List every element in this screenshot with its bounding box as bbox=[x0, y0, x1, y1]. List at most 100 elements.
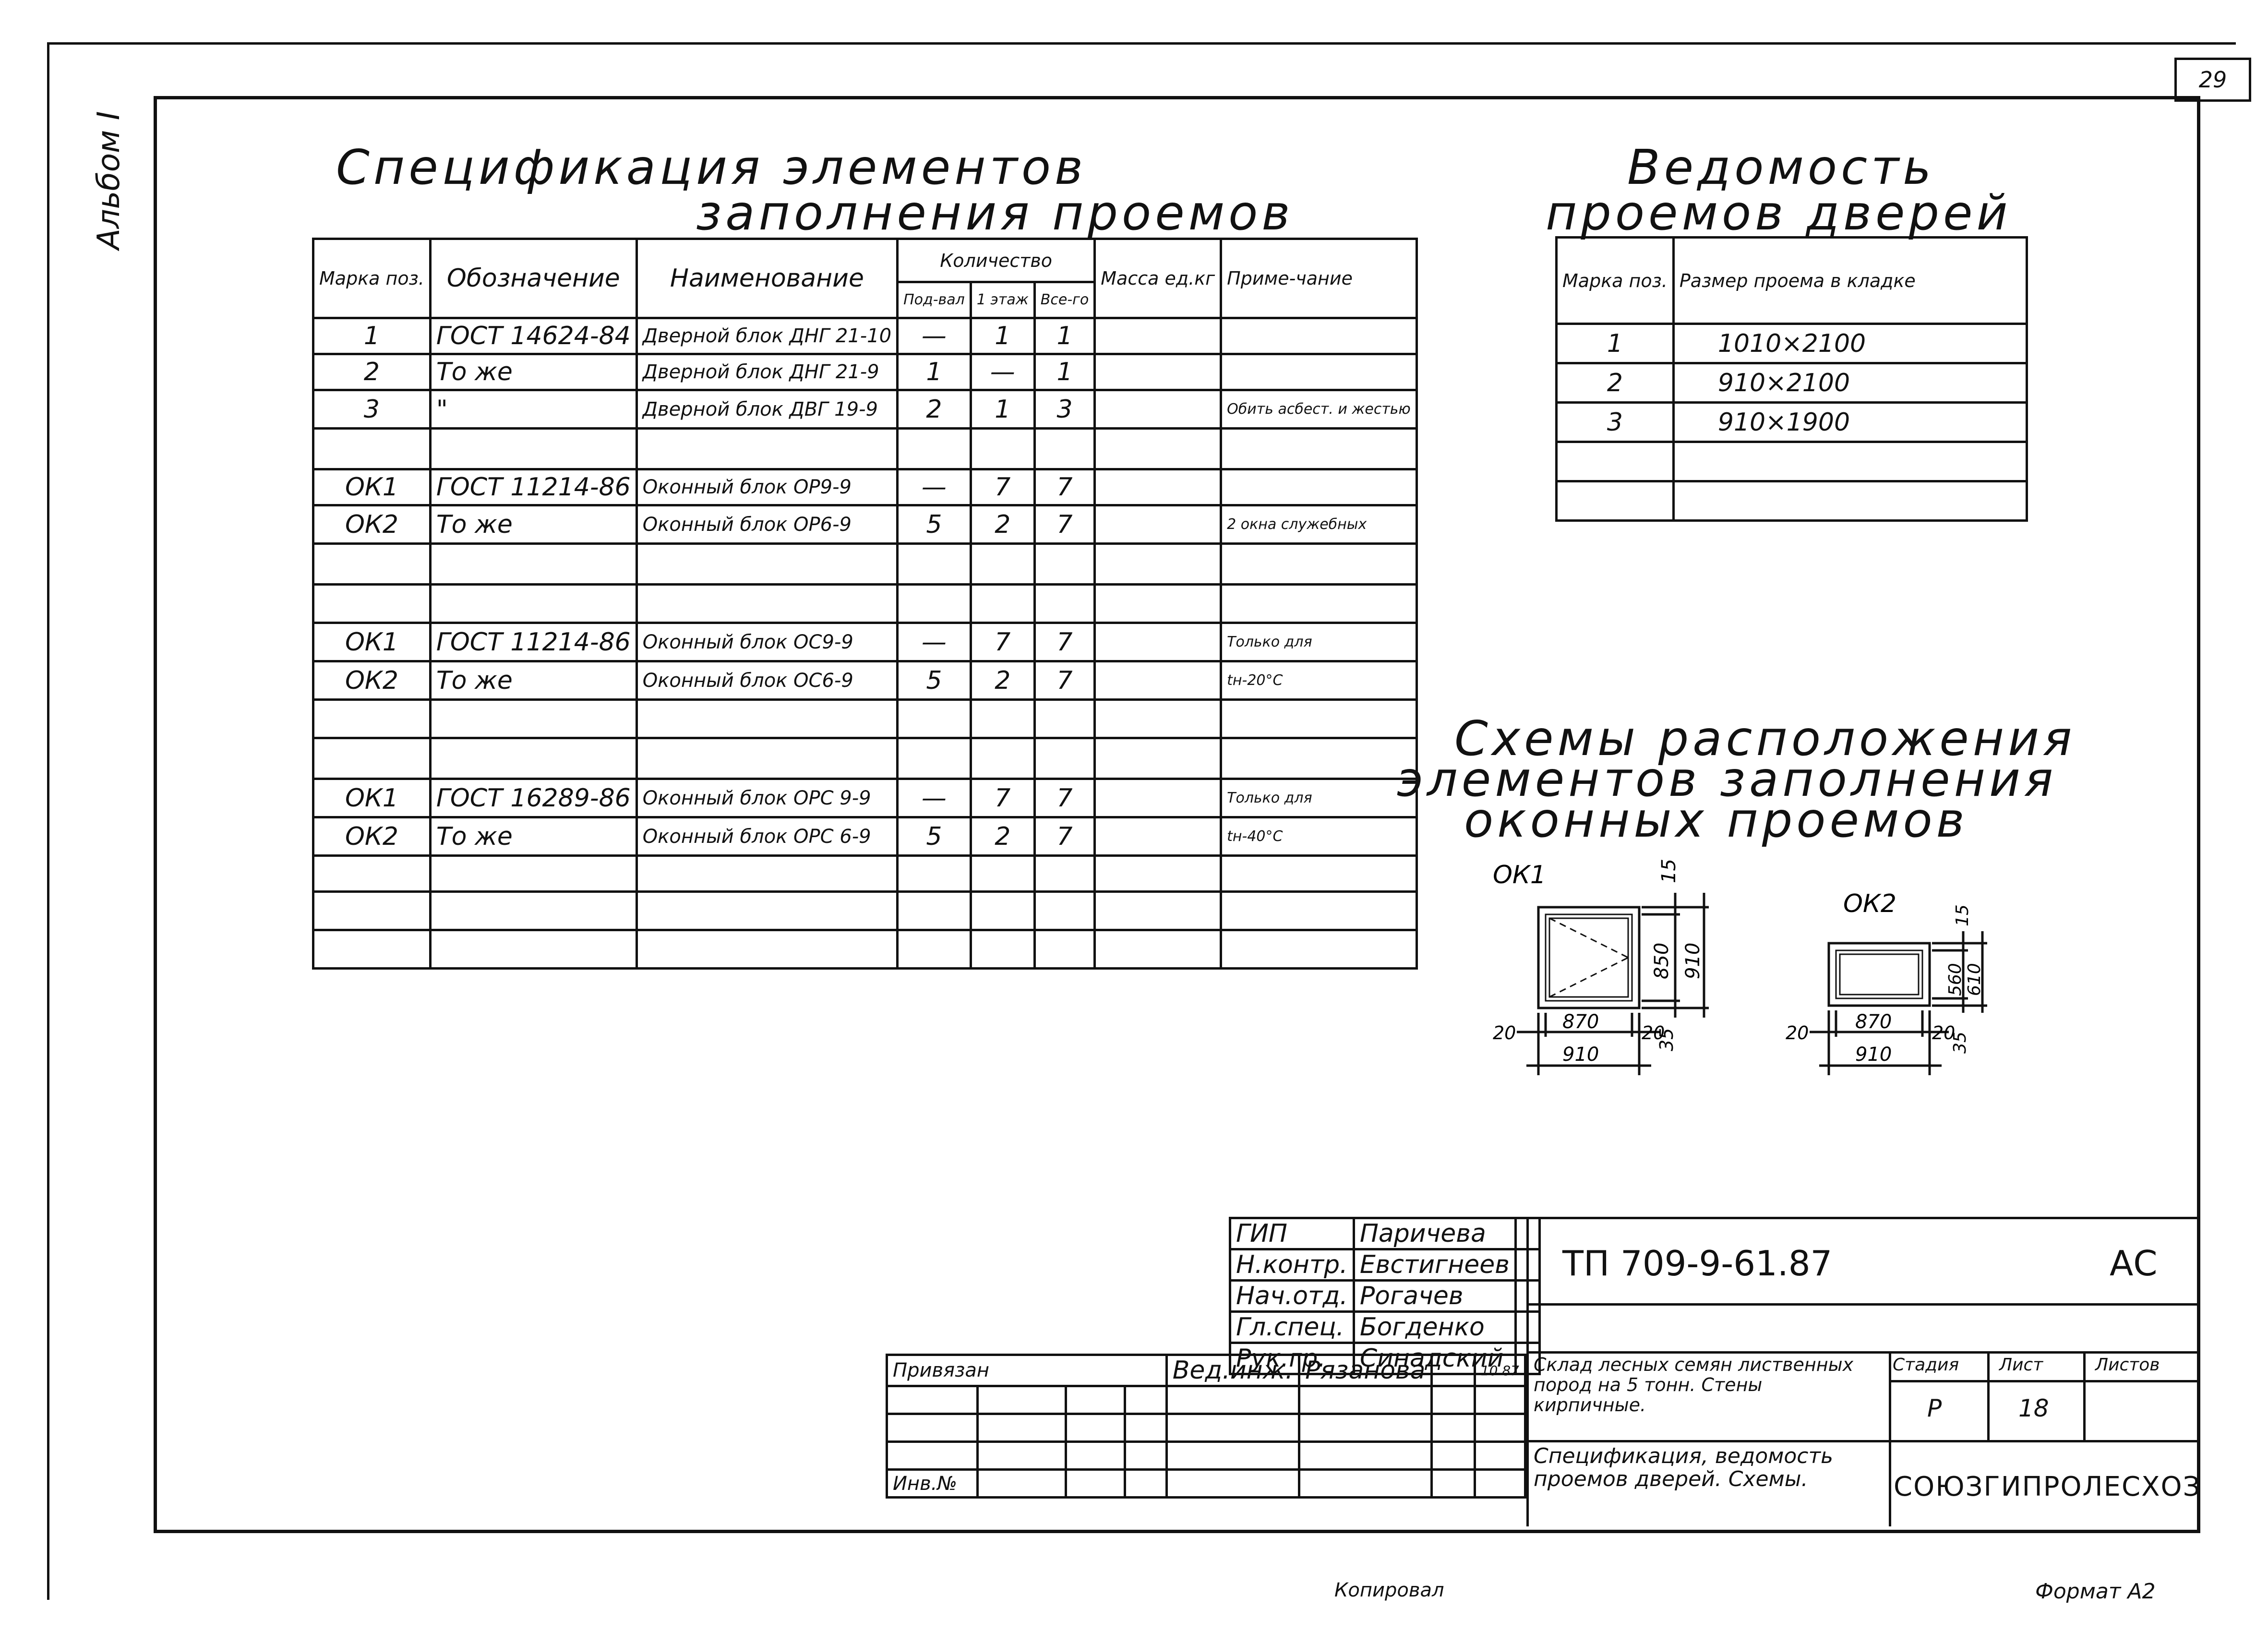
spec-cell-b bbox=[896, 542, 972, 586]
door-row bbox=[1555, 480, 2028, 522]
spec-cell-t: 7 bbox=[1033, 778, 1096, 818]
door-cell-mark bbox=[1555, 480, 1675, 522]
spec-cell-name: Оконный блок ОРС 6-9 bbox=[635, 816, 899, 857]
stamp-cell bbox=[976, 1413, 1068, 1443]
spec-cell-t: 7 bbox=[1033, 622, 1096, 662]
stage-value: Р bbox=[1927, 1394, 1942, 1422]
spec-cell-b bbox=[896, 890, 972, 931]
door-cell-mark: 3 bbox=[1555, 401, 1675, 443]
table-row bbox=[312, 427, 1418, 470]
spec-cell-b: — bbox=[896, 778, 972, 818]
spec-cell-b: 5 bbox=[896, 816, 972, 857]
door-cell-size: 1010×2100 bbox=[1672, 323, 2028, 364]
spec-cell-designation: ГОСТ 11214-86 bbox=[429, 468, 638, 506]
spec-cell-mark: ОК2 bbox=[312, 504, 432, 545]
stamp-cell bbox=[1473, 1440, 1527, 1471]
stamp-person: Евстигнеев bbox=[1352, 1248, 1517, 1282]
door-cell-mark: 1 bbox=[1555, 323, 1675, 364]
stamp-cell bbox=[1473, 1468, 1527, 1499]
spec-table: Марка поз. Обозначение Наименование Коли… bbox=[312, 238, 1418, 970]
scheme-title-line3: оконных проемов bbox=[1464, 792, 1968, 848]
spec-cell-f: 7 bbox=[969, 468, 1036, 506]
ok2-dim-560: 560 bbox=[1945, 963, 1965, 996]
spec-cell-note: 2 окна служебных bbox=[1220, 504, 1418, 545]
spec-cell-t: 7 bbox=[1033, 504, 1096, 545]
spec-cell-designation: То же bbox=[429, 660, 638, 701]
spec-cell-mass bbox=[1093, 622, 1223, 662]
spec-cell-mass bbox=[1093, 427, 1223, 470]
spec-cell-name bbox=[635, 583, 899, 624]
table-row bbox=[312, 890, 1418, 931]
spec-cell-note bbox=[1220, 317, 1418, 355]
spec-cell-f: 1 bbox=[969, 389, 1036, 430]
spec-cell-name bbox=[635, 890, 899, 931]
table-row bbox=[312, 583, 1418, 624]
stamp-stage-grid: Стадия Лист Листов Р 18 bbox=[1889, 1351, 2198, 1440]
stage-grid-v2 bbox=[2083, 1351, 2086, 1440]
door-header-size: Размер проема в кладке bbox=[1672, 236, 2028, 325]
spec-cell-name: Оконный блок ОС6-9 bbox=[635, 660, 899, 701]
spec-cell-mass bbox=[1093, 353, 1223, 391]
spec-cell-mass bbox=[1093, 542, 1223, 586]
spec-cell-designation bbox=[429, 698, 638, 739]
scheme-title-line2: элементов заполнения bbox=[1397, 751, 2057, 807]
spec-cell-note bbox=[1220, 737, 1418, 780]
ok2-dim-610: 610 bbox=[1965, 963, 1984, 996]
spec-cell-f bbox=[969, 698, 1036, 739]
signature-cell bbox=[1514, 1248, 1529, 1282]
stamp-cell bbox=[886, 1385, 979, 1415]
header-qty-total: Все-го bbox=[1033, 281, 1096, 319]
stamp-vdivider bbox=[1889, 1351, 1891, 1526]
spec-cell-t bbox=[1033, 890, 1096, 931]
spec-cell-mass bbox=[1093, 317, 1223, 355]
spec-cell-mark: ОК1 bbox=[312, 622, 432, 662]
scheme-title-line1: Схемы расположения bbox=[1454, 710, 2076, 767]
stamp-divider-2 bbox=[1529, 1303, 2198, 1354]
sheet-number: 29 bbox=[2174, 58, 2251, 102]
organization: СОЮЗГИПРОЛЕСХОЗ bbox=[1894, 1471, 2201, 1502]
stamp-cell bbox=[1165, 1468, 1301, 1499]
stamp-cell bbox=[1430, 1385, 1476, 1415]
stamp-cell bbox=[1065, 1468, 1127, 1499]
spec-cell-designation: ГОСТ 14624-84 bbox=[429, 317, 638, 355]
spec-cell-mass bbox=[1093, 854, 1223, 893]
spec-cell-f: 2 bbox=[969, 660, 1036, 701]
spec-cell-note: tн-40°С bbox=[1220, 816, 1418, 857]
stamp-cell bbox=[976, 1468, 1068, 1499]
copied-by: Копировал bbox=[1334, 1579, 1444, 1601]
stamp-cell bbox=[1430, 1354, 1476, 1387]
spec-cell-mark: 2 bbox=[312, 353, 432, 391]
stamp-cell bbox=[1165, 1385, 1301, 1415]
spec-cell-mass bbox=[1093, 890, 1223, 931]
ok2-dim-870: 870 bbox=[1855, 1011, 1892, 1033]
spec-cell-designation: " bbox=[429, 389, 638, 430]
spec-cell-b: 5 bbox=[896, 660, 972, 701]
door-cell-size bbox=[1672, 480, 2028, 522]
signature-cell bbox=[1514, 1310, 1529, 1344]
header-note: Приме-чание bbox=[1220, 238, 1418, 319]
stamp-cell bbox=[1430, 1413, 1476, 1443]
spec-cell-name bbox=[635, 542, 899, 586]
ok2-dim-910h: 910 bbox=[1855, 1044, 1892, 1066]
spec-cell-mass bbox=[1093, 816, 1223, 857]
spec-cell-t: 1 bbox=[1033, 317, 1096, 355]
doc-suffix: АС bbox=[2110, 1243, 2158, 1284]
door-header-mark: Марка поз. bbox=[1555, 236, 1675, 325]
header-qty-floor1: 1 этаж bbox=[969, 281, 1036, 319]
table-row bbox=[312, 929, 1418, 970]
spec-cell-name bbox=[635, 698, 899, 739]
spec-cell-designation bbox=[429, 542, 638, 586]
spec-cell-b bbox=[896, 854, 972, 893]
ok1-dim-910v: 910 bbox=[1682, 943, 1704, 979]
spec-cell-mass bbox=[1093, 468, 1223, 506]
spec-cell-t bbox=[1033, 737, 1096, 780]
spec-cell-mark bbox=[312, 427, 432, 470]
spec-cell-name bbox=[635, 427, 899, 470]
spec-cell-name: Оконный блок ОР6-9 bbox=[635, 504, 899, 545]
